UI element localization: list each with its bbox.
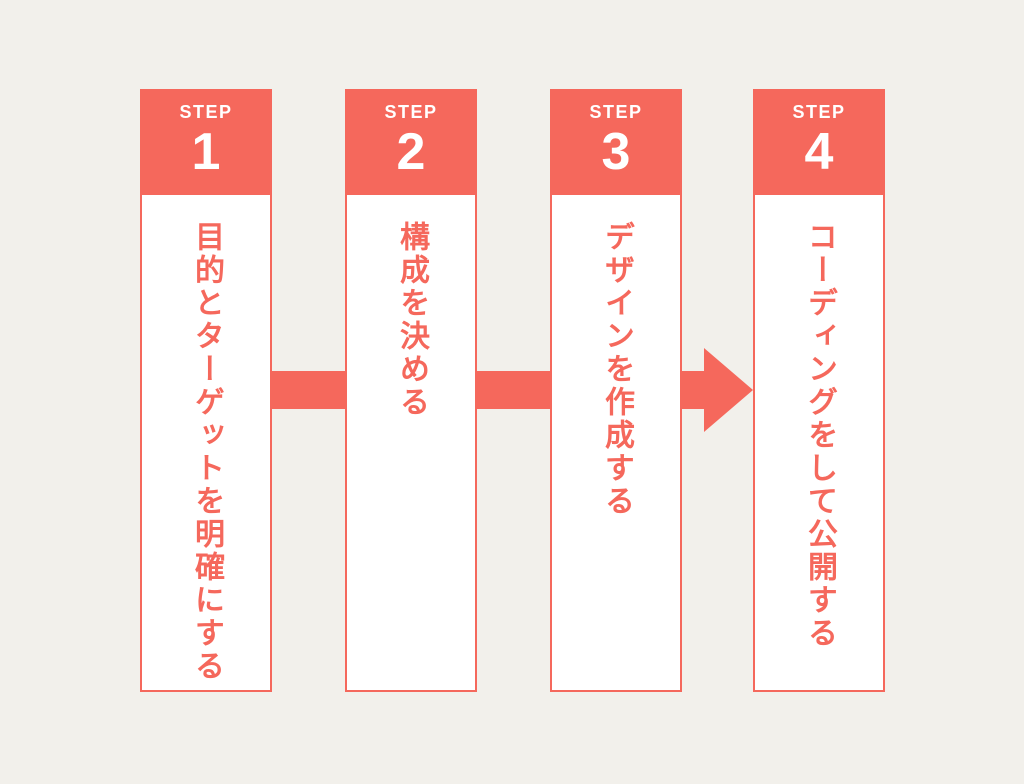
step-column-4: STEP 4 コーディングをして公開する — [753, 89, 885, 692]
step-header: STEP 3 — [550, 89, 682, 193]
step-text: 構成を決める — [395, 221, 428, 419]
step-body: 目的とターゲットを明確にする — [140, 193, 272, 692]
step-label: STEP — [384, 101, 438, 122]
step-label: STEP — [792, 101, 846, 122]
step-number: 4 — [804, 123, 834, 182]
step-column-3: STEP 3 デザインを作成する — [550, 89, 682, 692]
step-text: コーディングをして公開する — [803, 221, 836, 650]
step-number: 2 — [396, 123, 426, 182]
step-label: STEP — [589, 101, 643, 122]
step-column-2: STEP 2 構成を決める — [345, 89, 477, 692]
step-body: デザインを作成する — [550, 193, 682, 692]
step-header: STEP 1 — [140, 89, 272, 193]
step-text: デザインを作成する — [600, 221, 633, 518]
step-text: 目的とターゲットを明確にする — [190, 221, 223, 683]
step-number: 3 — [601, 123, 631, 182]
step-body: コーディングをして公開する — [753, 193, 885, 692]
step-body: 構成を決める — [345, 193, 477, 692]
step-number: 1 — [191, 123, 221, 182]
step-header: STEP 2 — [345, 89, 477, 193]
step-column-1: STEP 1 目的とターゲットを明確にする — [140, 89, 272, 692]
step-header: STEP 4 — [753, 89, 885, 193]
arrow-right-icon — [704, 348, 753, 432]
step-label: STEP — [179, 101, 233, 122]
